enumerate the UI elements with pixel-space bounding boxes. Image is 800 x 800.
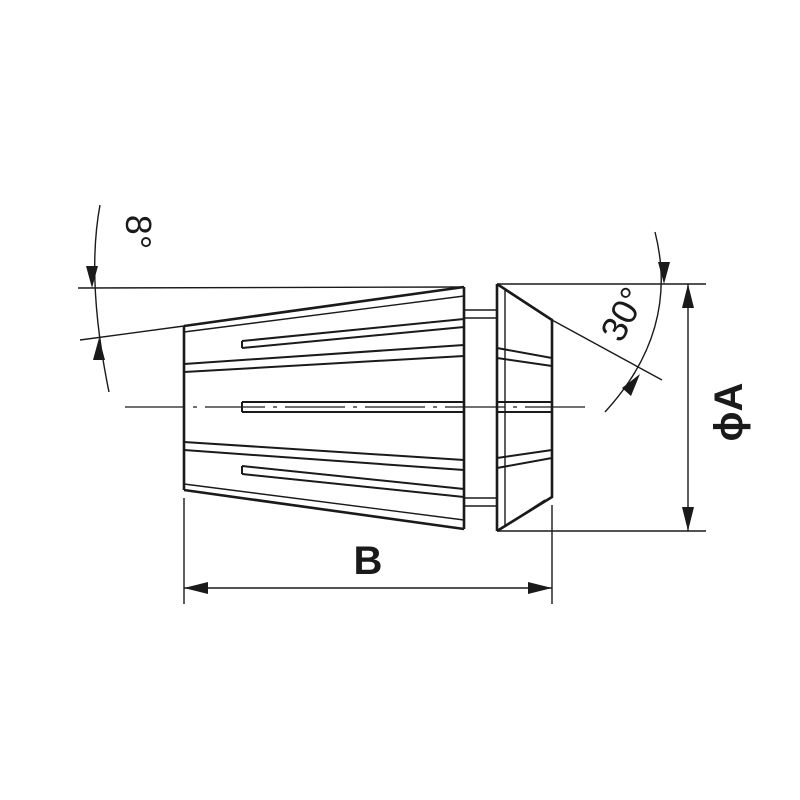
taper-angle-label: 8° (118, 215, 159, 249)
collet-body (182, 285, 466, 531)
nose-angle-dimension: 30° (551, 231, 670, 413)
taper-angle-dimension: 8° (77, 204, 465, 393)
collet-neck (464, 309, 497, 507)
dimension-a: ϕA (497, 283, 751, 532)
dimension-b-label: B (354, 539, 383, 583)
dimension-b: B (183, 498, 553, 604)
nose-angle-label: 30° (592, 280, 654, 347)
dimension-a-label: ϕA (707, 383, 751, 442)
collet-nose (495, 282, 554, 533)
